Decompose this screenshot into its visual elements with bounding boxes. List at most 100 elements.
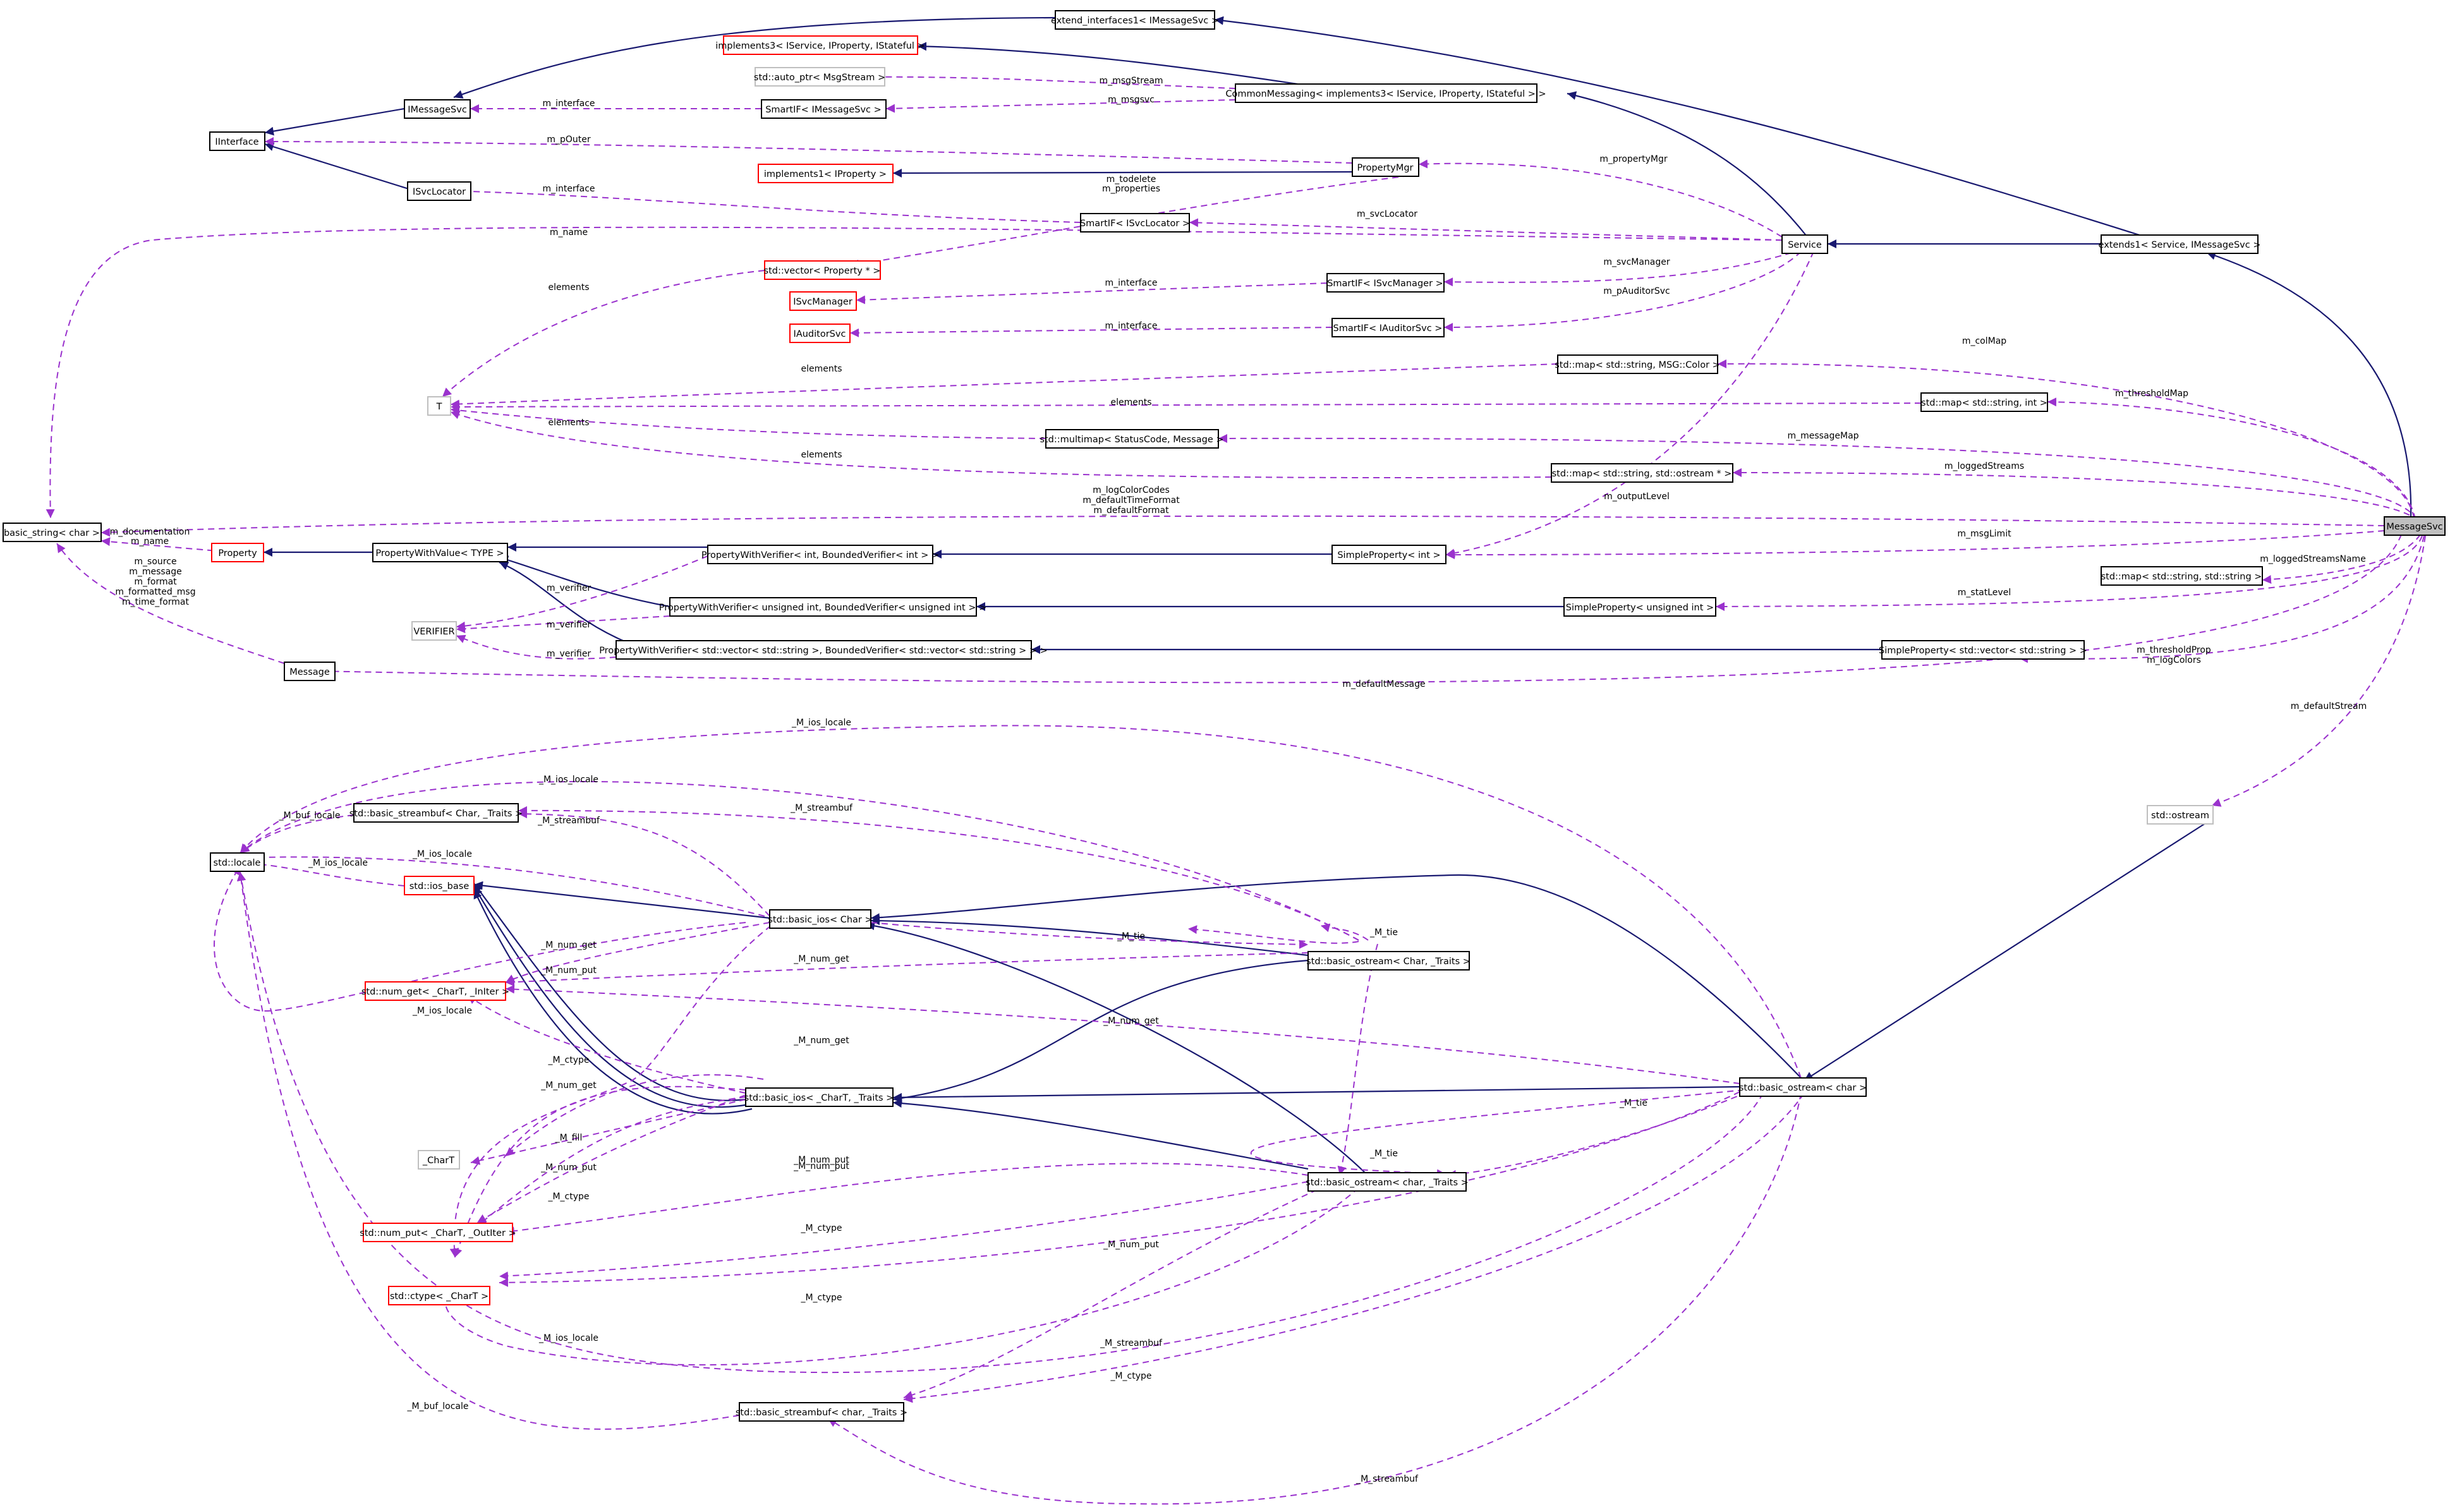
node-imessagesvc[interactable]: IMessageSvc [404, 99, 471, 119]
edge-label-buf-locale: _M_buf_locale [278, 811, 340, 821]
node-simpleproperty-int[interactable]: SimpleProperty< int > [1331, 545, 1446, 564]
node-basic-ios-char-tpl[interactable]: std::basic_ios< Char > [768, 909, 873, 929]
node-message[interactable]: Message [284, 662, 336, 681]
edge-label-m-messagemap: m_messageMap [1787, 431, 1859, 441]
node-smartif-imessagesvc[interactable]: SmartIF< IMessageSvc > [761, 99, 887, 119]
node-messagesvc[interactable]: MessageSvc [2384, 516, 2446, 536]
node-simpleproperty-vector[interactable]: SimpleProperty< std::vector< std::string… [1879, 640, 2087, 660]
node-basic-ostream-tpl[interactable]: std::basic_ostream< Char, _Traits > [1306, 951, 1471, 971]
usage-edge [476, 1094, 746, 1223]
usage-edge [505, 952, 1309, 987]
node-label: SimpleProperty< int > [1337, 550, 1440, 560]
node-verifier[interactable]: VERIFIER [411, 621, 457, 641]
node-iauditorsvc[interactable]: IAuditorSvc [789, 324, 851, 343]
node-streambuf-char[interactable]: std::basic_streambuf< char, _Traits > [736, 1402, 907, 1422]
node-multimap[interactable]: std::multimap< StatusCode, Message > [1040, 429, 1224, 449]
node-num-put[interactable]: std::num_put< _CharT, _OutIter > [360, 1223, 516, 1242]
node-implements1[interactable]: implements1< IProperty > [758, 164, 894, 183]
node-simpleproperty-uint[interactable]: SimpleProperty< unsigned int > [1563, 597, 1716, 617]
node-label: std::ostream [2151, 811, 2209, 821]
node-ctype[interactable]: std::ctype< _CharT > [388, 1286, 490, 1305]
inherit-edge [892, 168, 1353, 178]
node-property[interactable]: Property [211, 543, 264, 562]
edge-label-m-statlevel: m_statLevel [1958, 588, 2011, 598]
node-isvclocator[interactable]: ISvcLocator [407, 181, 471, 201]
node-basic-ios-chart[interactable]: std::basic_ios< _CharT, _Traits > [744, 1087, 894, 1107]
node-map-string[interactable]: std::map< std::string, std::string > [2101, 566, 2263, 586]
edge-label-elements-int: elements [1110, 397, 1151, 408]
inherit-edge [892, 1099, 1309, 1170]
node-locale[interactable]: std::locale [210, 852, 265, 872]
node-ios-base[interactable]: std::ios_base [404, 876, 475, 895]
inherit-edge [2206, 251, 2412, 519]
node-vector-property[interactable]: std::vector< Property * > [764, 260, 881, 280]
edge-label-m-defaultmessage: m_defaultMessage [1342, 679, 1425, 689]
usage-edge [903, 1092, 1805, 1403]
node-label: IInterface [215, 137, 258, 147]
inherit-edge [1214, 16, 2146, 238]
usage-edge [100, 515, 2385, 537]
node-smartif-isvcmanager[interactable]: SmartIF< ISvcManager > [1326, 273, 1445, 293]
edge-label-tie: _M_tie [1117, 931, 1145, 941]
usage-edge [450, 410, 1552, 479]
node-commonmessaging[interactable]: CommonMessaging< implements3< IService, … [1225, 83, 1546, 103]
node-t[interactable]: T [427, 396, 451, 416]
edge-label-m-svclocator: m_svcLocator [1357, 209, 1417, 219]
node-basic-ostream-char[interactable]: std::basic_ostream< char > [1739, 1077, 1867, 1097]
node-label: Service [1788, 240, 1822, 250]
node-iinterface[interactable]: IInterface [209, 131, 265, 151]
node-label: SmartIF< IMessageSvc > [765, 105, 882, 115]
node-service[interactable]: Service [1781, 234, 1828, 254]
usage-edge [2047, 397, 2416, 520]
edge-label-num-put: _M_num_put [540, 965, 597, 976]
node-label: std::ctype< _CharT > [390, 1291, 488, 1302]
node-label: PropertyWithValue< TYPE > [375, 548, 504, 559]
edge-label-num-get: _M_num_get [1103, 1016, 1159, 1026]
usage-edge [1320, 923, 1369, 941]
edge-label-ctype: _M_ctype [800, 1293, 842, 1303]
node-extend-interfaces1[interactable]: extend_interfaces1< IMessageSvc > [1051, 10, 1219, 30]
node-num-get[interactable]: std::num_get< _CharT, _InIter > [361, 981, 509, 1001]
node-implements3[interactable]: implements3< IService, IProperty, IState… [715, 35, 925, 55]
node-label: MessageSvc [2386, 522, 2442, 532]
node-pwv-vector[interactable]: PropertyWithVerifier< std::vector< std::… [599, 640, 1048, 660]
edge-label-elements: elements [548, 282, 589, 293]
node-map-color[interactable]: std::map< std::string, MSG::Color > [1555, 354, 1720, 374]
usage-edge [456, 615, 670, 634]
node-streambuf-tpl[interactable]: std::basic_streambuf< Char, _Traits > [349, 803, 523, 823]
node-pwv-uint[interactable]: PropertyWithVerifier< unsigned int, Boun… [659, 597, 987, 617]
node-chart[interactable]: _CharT [418, 1150, 460, 1170]
node-label: SimpleProperty< std::vector< std::string… [1879, 646, 2087, 656]
node-label: std::basic_streambuf< char, _Traits > [736, 1408, 907, 1418]
edge-label-streambuf: _M_streambuf [790, 803, 853, 813]
node-smartif-iauditorsvc[interactable]: SmartIF< IAuditorSvc > [1331, 318, 1445, 337]
node-map-ostream[interactable]: std::map< std::string, std::ostream * > [1551, 463, 1733, 483]
node-pwv-int[interactable]: PropertyWithVerifier< int, BoundedVerifi… [701, 545, 939, 564]
node-label: VERIFIER [413, 627, 454, 637]
node-basic-string[interactable]: basic_string< char > [3, 523, 102, 542]
usage-edge [442, 270, 765, 397]
node-auto-ptr[interactable]: std::auto_ptr< MsgStream > [754, 67, 885, 87]
edge-label-streambuf: _M_streambuf [1100, 1338, 1163, 1348]
node-std-ostream[interactable]: std::ostream [2147, 805, 2214, 825]
node-label: SimpleProperty< unsigned int > [1566, 603, 1714, 613]
node-map-int[interactable]: std::map< std::string, int > [1920, 392, 2048, 412]
node-smartif-isvclocator[interactable]: SmartIF< ISvcLocator > [1080, 213, 1190, 233]
node-label: std::auto_ptr< MsgStream > [754, 73, 885, 83]
edge-label-m-formatted-msg: m_formatted_msg [115, 587, 195, 597]
usage-edge [1717, 359, 2415, 519]
usage-edge [240, 725, 1802, 1079]
node-isvcmanager[interactable]: ISvcManager [789, 291, 857, 311]
node-label: Message [289, 667, 330, 677]
node-extends1[interactable]: extends1< Service, IMessageSvc > [2099, 234, 2261, 254]
edge-label-num-get: _M_num_get [540, 1080, 597, 1091]
edge-label-ios-locale: _M_ios_locale [538, 775, 598, 785]
node-layer: extend_interfaces1< IMessageSvc > implem… [3, 10, 2446, 1422]
edge-label-m-logcolorcodes: m_logColorCodes [1093, 485, 1170, 495]
usage-edge [240, 858, 405, 886]
node-basic-ostream-char-traits[interactable]: std::basic_ostream< char, _Traits > [1306, 1172, 1469, 1192]
node-propertymgr[interactable]: PropertyMgr [1352, 157, 1419, 177]
node-label: std::basic_ostream< char, _Traits > [1306, 1178, 1469, 1188]
node-propertywithvalue[interactable]: PropertyWithValue< TYPE > [372, 543, 508, 562]
